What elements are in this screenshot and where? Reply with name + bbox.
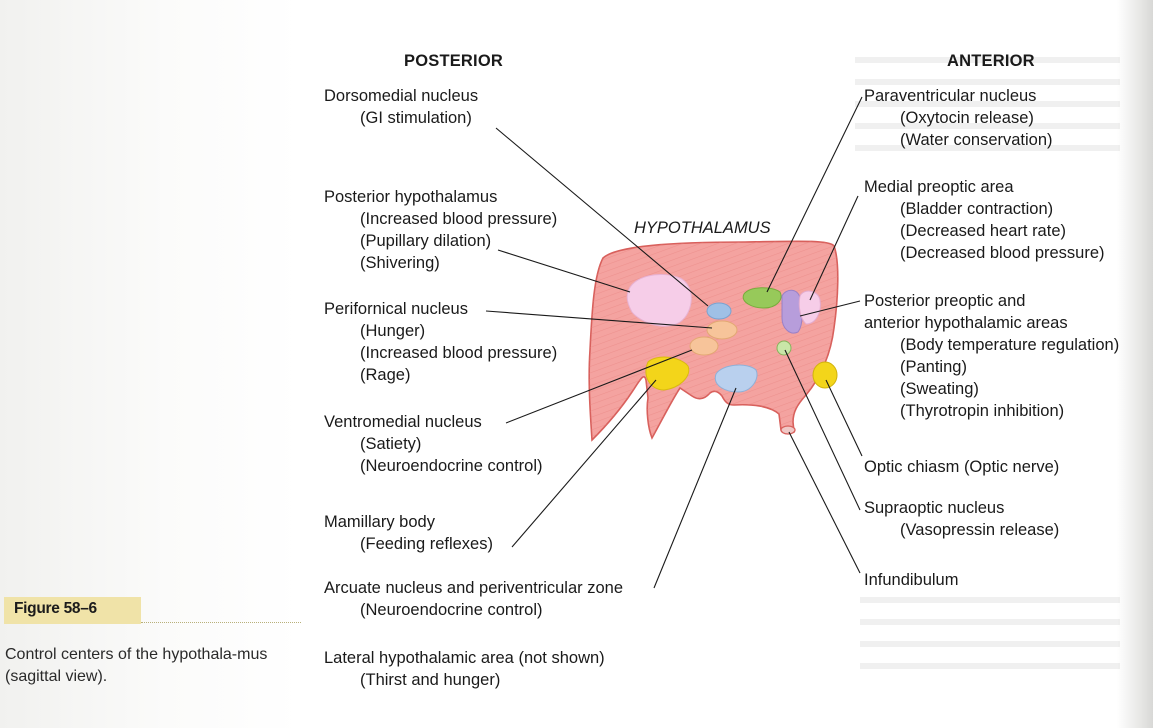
label-name: Perifornical nucleus: [324, 300, 468, 318]
leader-infundibulum: [788, 431, 861, 574]
label-name-line2: anterior hypothalamic areas: [864, 314, 1068, 332]
label-name: Mamillary body: [324, 513, 435, 531]
label-note: (Oxytocin release): [900, 109, 1034, 127]
label-name: Arcuate nucleus and periventricular zone: [324, 579, 624, 597]
label-name: Ventromedial nucleus: [324, 413, 482, 431]
label-name: Infundibulum: [864, 571, 959, 589]
label-note: (Pupillary dilation): [360, 232, 492, 250]
label-note: (Thyrotropin inhibition): [900, 402, 1065, 420]
label-infundibulum: Infundibulum: [864, 569, 958, 591]
hypothalamus-title: HYPOTHALAMUS: [634, 219, 771, 237]
anterior-heading: ANTERIOR: [947, 52, 1035, 70]
label-lateral-hypothalamic-area: Lateral hypothalamic area (not shown) (T…: [324, 647, 605, 691]
posterior-heading: POSTERIOR: [404, 52, 503, 70]
medial-preoptic-area: [798, 290, 821, 325]
label-note: (Water conservation): [900, 131, 1053, 149]
label-posterior-hypothalamus: Posterior hypothalamus (Increased blood …: [324, 186, 557, 274]
label-name: Lateral hypothalamic area (not shown): [324, 649, 605, 667]
leader-posterior-hypothalamus: [497, 249, 631, 293]
label-note: (Decreased blood pressure): [900, 244, 1105, 262]
posterior-hypothalamus-nucleus: [626, 274, 692, 327]
optic-chiasm: [812, 361, 838, 389]
leader-ventromedial: [505, 349, 693, 424]
label-note: (Vasopressin release): [900, 521, 1060, 539]
label-note: (Decreased heart rate): [900, 222, 1066, 240]
label-note: (Sweating): [900, 380, 979, 398]
figure-divider: [141, 622, 301, 623]
leader-perifornical: [485, 310, 713, 329]
posterior-preoptic-area: [781, 289, 803, 334]
label-optic-chiasm: Optic chiasm (Optic nerve): [864, 456, 1059, 478]
label-note: (Increased blood pressure): [360, 210, 558, 228]
label-note: (Neuroendocrine control): [360, 457, 543, 475]
ventromedial-nucleus: [689, 336, 719, 356]
supraoptic-nucleus: [776, 340, 792, 356]
leader-paraventricular: [766, 96, 863, 293]
mamillary-body: [645, 356, 690, 391]
label-note: (Increased blood pressure): [360, 344, 558, 362]
page-binding-edge: [1117, 0, 1153, 728]
label-note: (Feeding reflexes): [360, 535, 493, 553]
arcuate-nucleus: [714, 364, 758, 393]
label-name: Dorsomedial nucleus: [324, 87, 479, 105]
label-mamillary-body: Mamillary body (Feeding reflexes): [324, 511, 493, 555]
label-note: (GI stimulation): [360, 109, 472, 127]
leader-supraoptic: [784, 349, 861, 511]
perifornical-nucleus: [706, 320, 738, 340]
label-note: (Panting): [900, 358, 967, 376]
label-note: (Neuroendocrine control): [360, 601, 543, 619]
figure-number: Figure 58–6: [14, 600, 97, 617]
label-name: Supraoptic nucleus: [864, 499, 1005, 517]
infundibulum-stalk: [780, 425, 796, 435]
dorsomedial-nucleus: [706, 302, 732, 320]
leader-medial-preoptic: [809, 195, 859, 301]
label-name: Optic chiasm (Optic nerve): [864, 458, 1060, 476]
label-name: Medial preoptic area: [864, 178, 1014, 196]
figure-number-box: [4, 597, 141, 624]
figure-caption: Control centers of the hypothala-mus (sa…: [5, 646, 268, 685]
leader-dorsomedial: [495, 127, 709, 307]
leader-posterior-preoptic: [799, 300, 861, 317]
leader-lines: [485, 96, 863, 589]
label-note: (Thirst and hunger): [360, 671, 501, 689]
label-perifornical-nucleus: Perifornical nucleus (Hunger) (Increased…: [324, 298, 557, 386]
label-name: Posterior hypothalamus: [324, 188, 498, 206]
leader-optic-chiasm: [825, 379, 863, 457]
label-note: (Hunger): [360, 322, 426, 340]
label-ventromedial-nucleus: Ventromedial nucleus (Satiety) (Neuroend…: [324, 411, 543, 477]
label-note: (Satiety): [360, 435, 422, 453]
label-note: (Bladder contraction): [900, 200, 1054, 218]
label-medial-preoptic-area: Medial preoptic area (Bladder contractio…: [864, 176, 1105, 264]
leader-mamillary: [511, 379, 657, 548]
label-paraventricular-nucleus: Paraventricular nucleus (Oxytocin releas…: [864, 85, 1053, 151]
label-note: (Rage): [360, 366, 411, 384]
label-supraoptic-nucleus: Supraoptic nucleus (Vasopressin release): [864, 497, 1059, 541]
label-name: Paraventricular nucleus: [864, 87, 1037, 105]
label-posterior-preoptic-area: Posterior preoptic and anterior hypothal…: [864, 290, 1119, 422]
leader-arcuate: [653, 387, 737, 589]
label-dorsomedial-nucleus: Dorsomedial nucleus (GI stimulation): [324, 85, 478, 129]
label-note: (Shivering): [360, 254, 440, 272]
paraventricular-nucleus: [742, 287, 782, 309]
label-arcuate-nucleus: Arcuate nucleus and periventricular zone…: [324, 577, 623, 621]
label-note: (Body temperature regulation): [900, 336, 1120, 354]
label-name: Posterior preoptic and: [864, 292, 1026, 310]
